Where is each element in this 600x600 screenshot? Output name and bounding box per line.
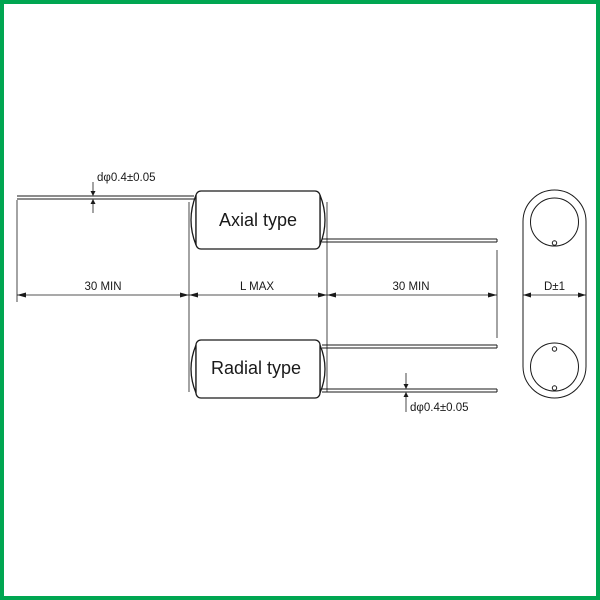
capacitor-dimension-drawing: Axial type dφ0.4±0.05 Radial type dφ0.4±… [16,172,587,414]
axial-body [195,190,321,250]
left-lead-length-label: 30 MIN [84,281,121,293]
right-lead-length-label: 30 MIN [392,281,429,293]
arrow-up-icon [403,392,409,397]
end-view-outline [522,189,587,399]
radial-left-cap [190,344,197,394]
extension-lines [16,200,498,392]
radial-end-view-circle [530,342,579,392]
axial-capacitor: Axial type [17,190,498,250]
arrow-down-icon [403,384,409,389]
body-length-label: L MAX [240,281,274,293]
end-view: D±1 [522,189,587,399]
lead-diameter-callout-top: dφ0.4±0.05 [90,172,156,213]
length-dimension: 30 MIN L MAX 30 MIN [17,281,497,298]
arrow-left-icon [189,292,198,298]
axial-end-view-circle [530,197,579,247]
radial-body [195,339,321,399]
arrow-down-icon [90,191,96,196]
lead-diameter-bottom-label: dφ0.4±0.05 [410,402,469,414]
arrow-right-icon [318,292,327,298]
diameter-label: D±1 [544,281,565,293]
lead-diameter-top-label: dφ0.4±0.05 [97,172,156,184]
lead-hole-icon [551,385,558,391]
axial-type-label: Axial type [219,210,297,230]
axial-right-cap [319,194,326,246]
arrow-right-icon [578,292,586,298]
axial-left-cap [190,194,197,246]
arrow-up-icon [90,199,96,204]
arrow-right-icon [488,292,497,298]
radial-capacitor: Radial type [190,339,498,399]
lead-diameter-callout-bottom: dφ0.4±0.05 [403,373,469,414]
arrow-left-icon [17,292,26,298]
arrow-left-icon [523,292,531,298]
radial-right-cap [319,344,326,394]
lead-hole-icon [551,240,558,246]
arrow-right-icon [180,292,189,298]
lead-hole-icon [551,346,558,352]
radial-type-label: Radial type [211,358,301,378]
arrow-left-icon [327,292,336,298]
